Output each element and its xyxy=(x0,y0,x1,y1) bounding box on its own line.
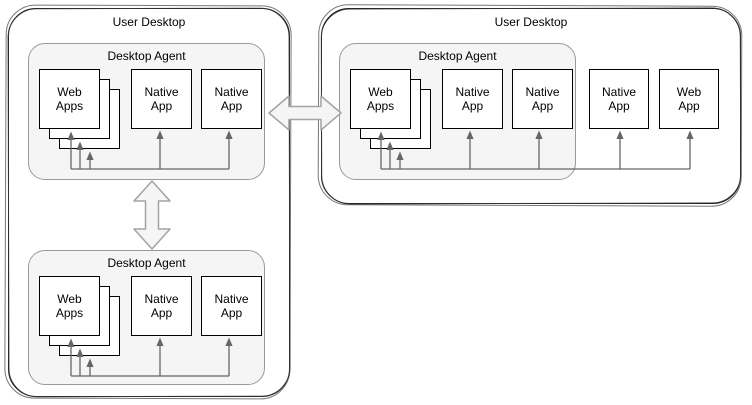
right-desktop-agent: Desktop Agent Web Apps Native App Native… xyxy=(339,43,576,180)
native-app-label: Native App xyxy=(144,84,179,114)
web-apps-label: Web Apps xyxy=(366,84,395,114)
web-apps-label: Web Apps xyxy=(55,291,84,321)
desktop-agent-label: Desktop Agent xyxy=(107,256,186,270)
native-app-box: Native App xyxy=(131,69,192,129)
standalone-native-app-box: Native App xyxy=(589,69,649,129)
web-apps-box: Web Apps xyxy=(350,69,411,129)
native-app-label: Native App xyxy=(525,84,560,114)
native-app-label: Native App xyxy=(214,291,249,321)
web-app-label: Web App xyxy=(676,84,702,114)
native-app-label: Native App xyxy=(601,84,636,114)
left-top-desktop-agent: Desktop Agent Web Apps Native App Native… xyxy=(28,43,265,180)
native-app-label: Native App xyxy=(214,84,249,114)
web-apps-box: Web Apps xyxy=(39,276,100,336)
right-user-desktop-label: User Desktop xyxy=(494,15,568,29)
desktop-agent-label: Desktop Agent xyxy=(418,49,497,63)
right-user-desktop: User Desktop Desktop Agent Web Apps Nati… xyxy=(321,8,741,204)
standalone-web-app-box: Web App xyxy=(659,69,719,129)
native-app-label: Native App xyxy=(455,84,490,114)
web-apps-box: Web Apps xyxy=(39,69,100,129)
native-app-box: Native App xyxy=(512,69,573,129)
native-app-box: Native App xyxy=(201,276,262,336)
left-user-desktop: User Desktop Desktop Agent Web Apps Nati… xyxy=(8,8,290,397)
native-app-box: Native App xyxy=(201,69,262,129)
desktop-agent-label: Desktop Agent xyxy=(107,49,186,63)
left-user-desktop-label: User Desktop xyxy=(112,15,186,29)
native-app-box: Native App xyxy=(442,69,503,129)
native-app-label: Native App xyxy=(144,291,179,321)
native-app-box: Native App xyxy=(131,276,192,336)
left-bottom-desktop-agent: Desktop Agent Web Apps Native App Native… xyxy=(28,250,265,385)
web-apps-label: Web Apps xyxy=(55,84,84,114)
